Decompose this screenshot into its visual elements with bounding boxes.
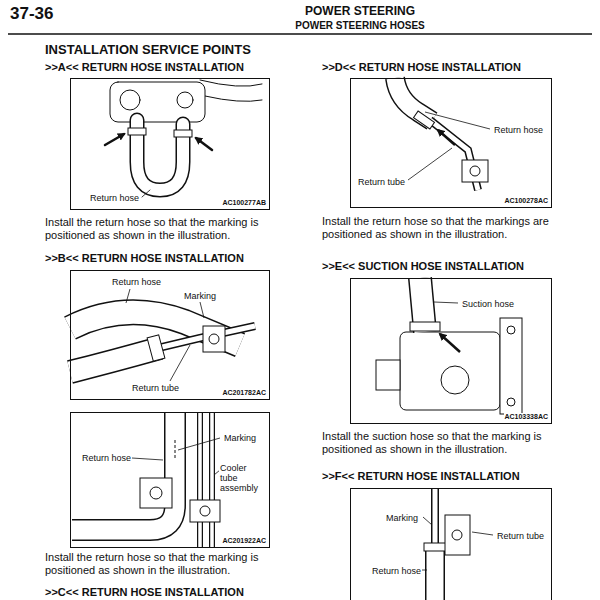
part-label: Return tube xyxy=(357,177,406,187)
page-title: POWER STEERING xyxy=(260,4,460,18)
part-label: Suction hose xyxy=(461,299,515,309)
illustration-frame: Suction hoseAC103338AC xyxy=(350,278,552,424)
step-heading: >>C<< RETURN HOSE INSTALLATION xyxy=(45,586,244,598)
illustration-frame: MarkingReturn hoseCooler tube assemblyAC… xyxy=(70,412,270,548)
header-rule xyxy=(8,33,592,35)
figure-code: AC201782AC xyxy=(222,389,266,397)
cooler-tube-figure xyxy=(72,412,220,548)
return-hose-vertical-figure xyxy=(421,488,493,600)
pump-suction-hose-figure xyxy=(376,278,522,414)
pump-return-hose-figure xyxy=(105,80,262,197)
section-heading: INSTALLATION SERVICE POINTS xyxy=(45,42,251,57)
figure-code: AC100278AC xyxy=(504,197,548,205)
part-label: Return tube xyxy=(131,383,180,393)
step-heading: >>A<< RETURN HOSE INSTALLATION xyxy=(45,61,244,73)
step-heading: >>B<< RETURN HOSE INSTALLATION xyxy=(45,252,244,264)
part-label: Cooler tube assembly xyxy=(219,463,267,493)
return-tube-clamp-figure xyxy=(395,78,490,190)
instruction-text: Install the suction hose so that the mar… xyxy=(322,430,584,456)
part-label: Return hose xyxy=(89,193,140,203)
part-label: Marking xyxy=(385,513,419,523)
illustration-frame: MarkingReturn tubeReturn hose xyxy=(350,488,552,600)
figure-code: AC103338AC xyxy=(504,413,548,421)
part-label: Return tube xyxy=(496,531,545,541)
illustration-frame: Return hoseReturn tubeAC100278AC xyxy=(350,78,552,208)
part-label: Return hose xyxy=(111,277,162,287)
page-number: 37-36 xyxy=(10,4,53,24)
instruction-text: Install the return hose so that the mark… xyxy=(45,216,307,242)
illustration-frame: Return hoseAC100277AB xyxy=(70,78,270,210)
return-hose-tube-figure xyxy=(70,289,255,381)
step-heading: >>D<< RETURN HOSE INSTALLATION xyxy=(322,61,521,73)
figure-code: AC100277AB xyxy=(222,199,266,207)
instruction-text: Install the return hose so that the mark… xyxy=(322,215,584,241)
part-label: Marking xyxy=(183,291,217,301)
part-label: Marking xyxy=(223,433,257,443)
step-heading: >>F<< RETURN HOSE INSTALLATION xyxy=(322,470,520,482)
figure-code: AC201922AC xyxy=(222,537,266,545)
section-title: POWER STEERING HOSES xyxy=(260,20,460,31)
part-label: Return hose xyxy=(81,453,132,463)
step-heading: >>E<< SUCTION HOSE INSTALLATION xyxy=(322,260,524,272)
instruction-text: Install the return hose so that the mark… xyxy=(45,551,307,577)
part-label: Return hose xyxy=(493,125,544,135)
illustration-frame: Return hoseMarkingReturn tubeAC201782AC xyxy=(70,270,270,400)
part-label: Return hose xyxy=(371,566,422,576)
